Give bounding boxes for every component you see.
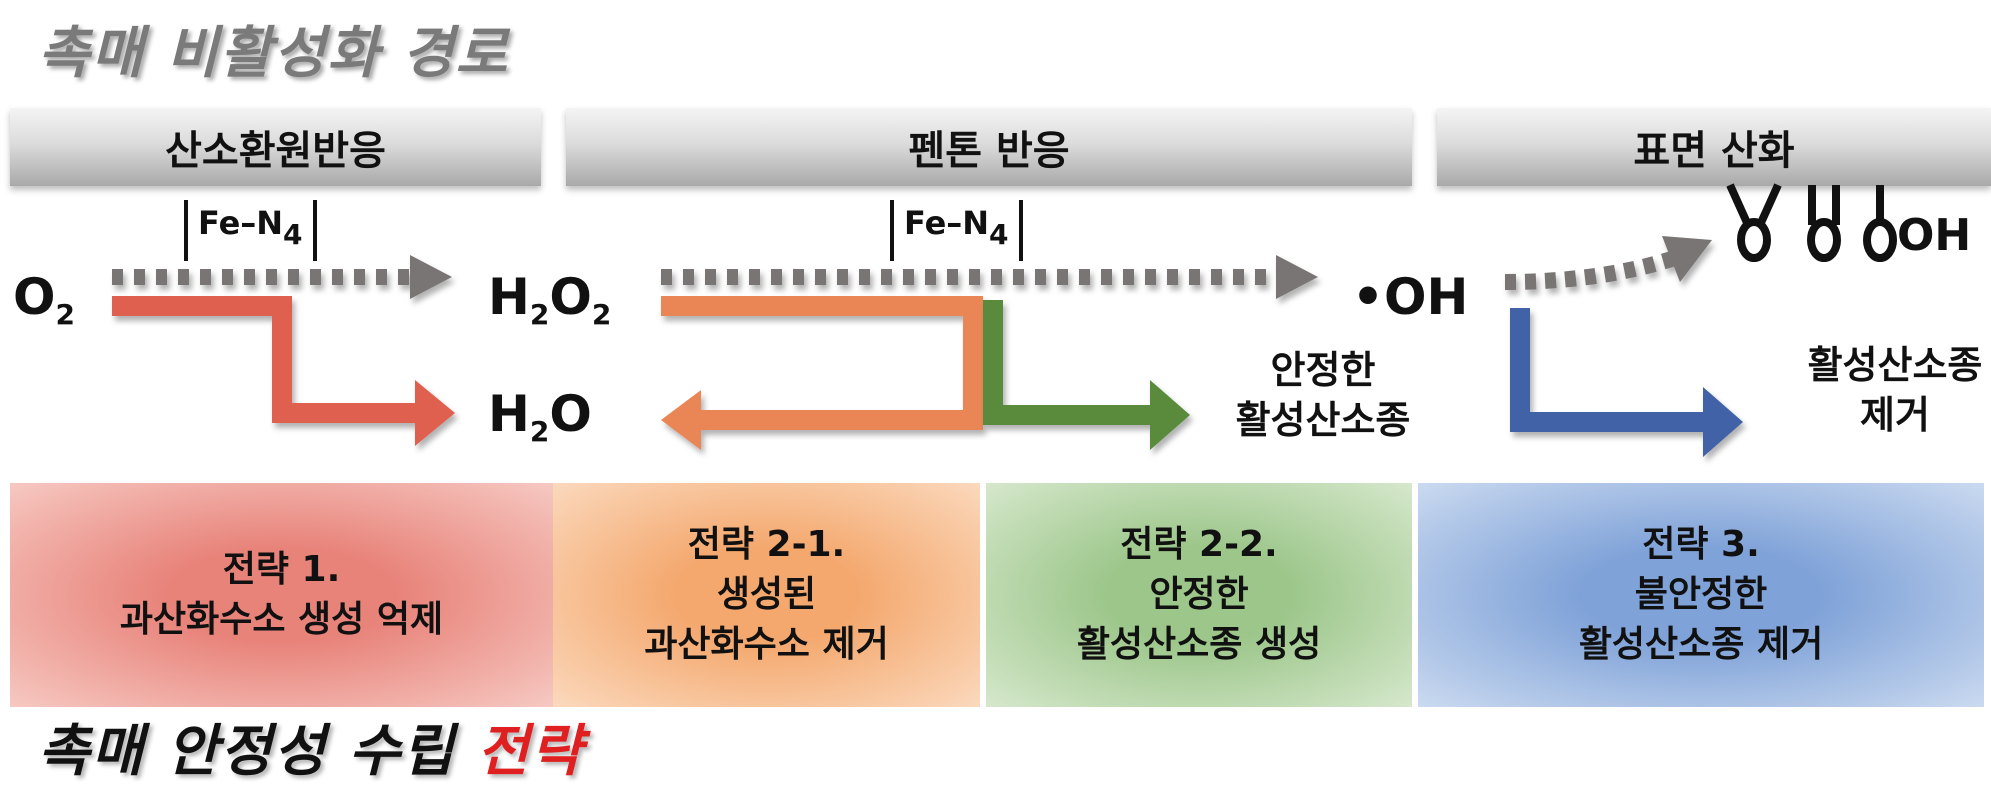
species-h2o: H2O bbox=[488, 385, 592, 448]
blue-step-arrow bbox=[1510, 308, 1743, 457]
header-fenton-label: 펜톤 반응 bbox=[908, 128, 1070, 174]
arrowhead bbox=[1276, 255, 1318, 299]
header-surface-oxidation-label: 표면 산화 bbox=[1633, 128, 1795, 174]
catalyst-label-1: Fe–N4 bbox=[184, 200, 317, 261]
deactivation-pathway-title: 촉매 비활성화 경로 bbox=[38, 21, 510, 86]
orange-return-arrow bbox=[661, 296, 983, 450]
surface-oh-label: OH bbox=[1897, 210, 1972, 261]
green-step-arrow bbox=[983, 300, 1190, 450]
stability-strategy-title: 촉매 안정성 수립 전략 bbox=[38, 719, 585, 784]
strategy-1-box: 전략 1.과산화수소 생성 억제 bbox=[10, 483, 553, 707]
arrowhead bbox=[410, 255, 452, 299]
catalyst-label-2: Fe–N4 bbox=[890, 200, 1023, 261]
dotted-arrow-surface bbox=[1504, 250, 1678, 290]
header-fenton: 펜톤 반응 bbox=[566, 108, 1412, 186]
red-step-arrow bbox=[112, 296, 455, 446]
header-surface-oxidation: 표면 산화 bbox=[1437, 108, 1991, 186]
species-hydroxyl-radical: •OH bbox=[1352, 268, 1469, 326]
species-h2o2: H2O2 bbox=[488, 268, 612, 331]
arrowhead bbox=[1662, 236, 1712, 282]
species-o2: O2 bbox=[13, 268, 75, 331]
header-orr-label: 산소환원반응 bbox=[165, 128, 386, 174]
surface-oxygen-groups-icon bbox=[1726, 183, 1897, 262]
header-orr: 산소환원반응 bbox=[10, 108, 541, 186]
